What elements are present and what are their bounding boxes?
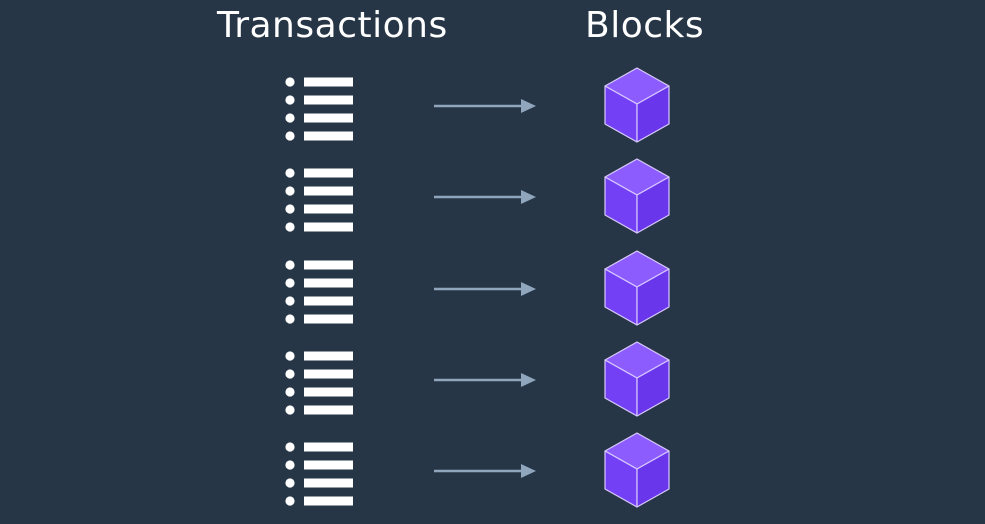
list-icon: [285, 260, 353, 324]
list-icon: [285, 351, 353, 415]
diagram-row-2: [285, 158, 670, 234]
list-icon: [285, 77, 353, 141]
cube-icon: [604, 158, 670, 234]
diagram-row-4: [285, 341, 670, 417]
arrow-right-icon: [434, 373, 536, 387]
diagram-row-5: [285, 432, 670, 508]
diagram-row-1: [285, 67, 670, 143]
cube-icon: [604, 67, 670, 143]
diagram-row-3: [285, 250, 670, 326]
cube-icon: [604, 341, 670, 417]
arrow-right-icon: [434, 282, 536, 296]
transactions-heading: Transactions: [217, 5, 448, 46]
arrow-right-icon: [434, 190, 536, 204]
list-icon: [285, 442, 353, 506]
arrow-right-icon: [434, 99, 536, 113]
cube-icon: [604, 432, 670, 508]
blocks-heading: Blocks: [585, 5, 705, 46]
arrow-right-icon: [434, 464, 536, 478]
cube-icon: [604, 250, 670, 326]
list-icon: [285, 168, 353, 232]
